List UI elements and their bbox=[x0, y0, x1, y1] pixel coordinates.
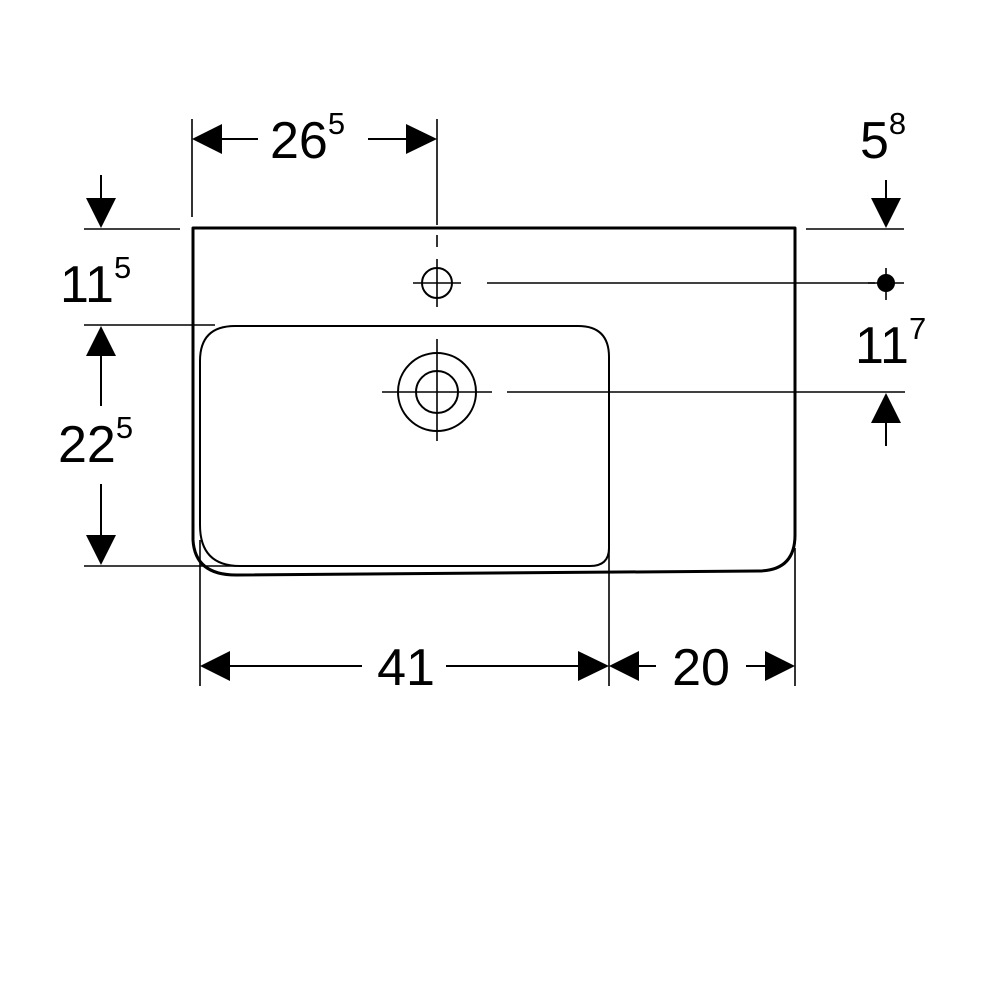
tap-hole bbox=[413, 235, 875, 307]
dimension-label-26-5: 265 bbox=[270, 106, 345, 170]
dimension-tap-hole-depth: 115 bbox=[60, 175, 131, 314]
overflow-point bbox=[868, 268, 904, 300]
basin-bowl bbox=[199, 325, 610, 567]
dimension-label-5-8: 58 bbox=[860, 106, 906, 170]
dimension-overflow-offset: 58 bbox=[860, 106, 906, 228]
dimension-basin-width: 41 bbox=[200, 639, 609, 697]
dimension-basin-depth: 225 bbox=[58, 326, 133, 565]
dimension-drain-depth: 117 bbox=[855, 311, 926, 446]
dimension-label-11-7: 117 bbox=[855, 311, 926, 375]
dimension-label-22-5: 225 bbox=[58, 410, 133, 474]
dimension-label-20: 20 bbox=[672, 639, 730, 697]
washbasin-outline bbox=[191, 226, 797, 577]
dimension-tap-hole-offset: 265 bbox=[192, 106, 437, 170]
dimension-shelf-width: 20 bbox=[609, 639, 795, 697]
dimension-label-11-5: 115 bbox=[60, 250, 131, 314]
extension-lines bbox=[84, 119, 904, 686]
dimension-label-41: 41 bbox=[377, 639, 435, 697]
drain bbox=[382, 339, 905, 441]
